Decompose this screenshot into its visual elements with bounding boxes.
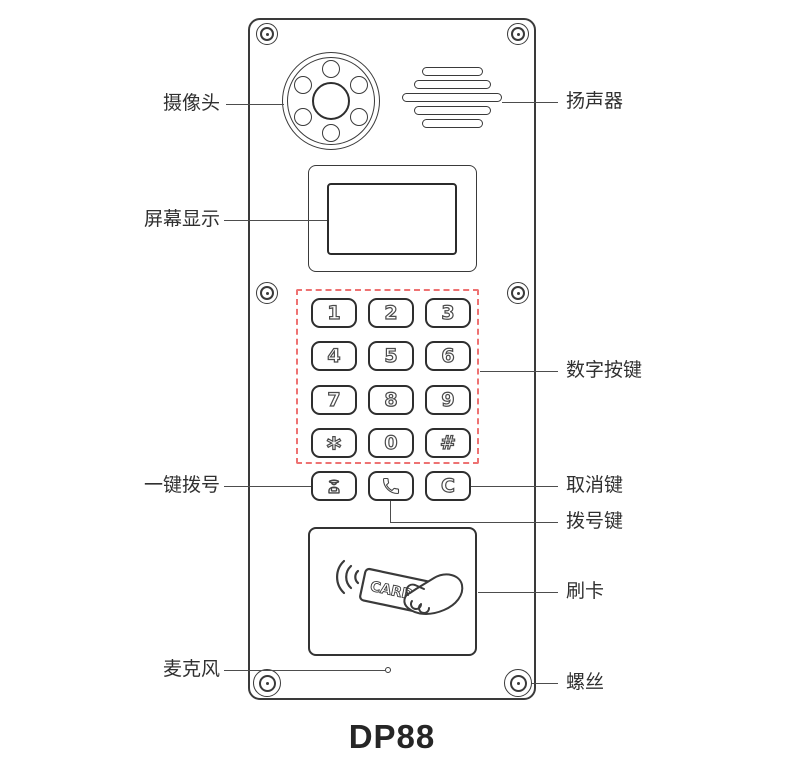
speaker-grille-icon [422, 119, 483, 128]
camera-led-icon [294, 108, 312, 126]
hand-icon [403, 573, 464, 615]
camera-lens-icon [312, 82, 350, 120]
callout-speaker: 扬声器 [566, 91, 624, 112]
key-star-label: * [326, 431, 342, 464]
callout-screw: 螺丝 [566, 672, 605, 693]
key-dial [368, 471, 414, 501]
camera-leader-line [226, 104, 284, 105]
callout-cancel-key: 取消键 [566, 475, 624, 496]
key-9: 9 [425, 385, 471, 415]
card-swipe-illustration: CARD [336, 559, 464, 615]
key-2-label: 2 [384, 301, 398, 324]
key-hash-label: # [439, 431, 456, 454]
dial-key-leader-line [390, 522, 558, 523]
callout-dial-key: 拨号键 [566, 511, 624, 532]
screw-mid-left [256, 282, 278, 304]
key-9-label: 9 [441, 388, 455, 411]
key-4-label: 4 [327, 344, 341, 367]
key-1-label: 1 [327, 301, 341, 324]
screw-leader-line [532, 683, 558, 684]
callout-microphone: 麦克风 [162, 659, 220, 680]
key-8: 8 [368, 385, 414, 415]
key-5-label: 5 [384, 344, 398, 367]
model-name: DP88 [348, 718, 436, 755]
speaker-grille-icon [414, 106, 491, 115]
screw-top-left [256, 23, 278, 45]
speaker-leader-line [502, 102, 558, 103]
numeric-keypad-highlight [296, 289, 479, 464]
callout-camera: 摄像头 [162, 93, 220, 114]
screw-bottom-left [253, 669, 281, 697]
key-6: 6 [425, 341, 471, 371]
guard-icon [328, 479, 340, 494]
key-6-label: 6 [441, 344, 455, 367]
callout-one-key-dial: 一键拨号 [143, 475, 220, 496]
camera-led-icon [294, 76, 312, 94]
screen-leader-line [224, 220, 327, 221]
screw-mid-right [507, 282, 529, 304]
callout-card-swipe: 刷卡 [566, 581, 605, 602]
one-key-dial-leader-line [224, 486, 311, 487]
camera-led-icon [322, 60, 340, 78]
key-7-label: 7 [327, 388, 341, 411]
callout-screen: 屏幕显示 [143, 209, 220, 230]
key-7: 7 [311, 385, 357, 415]
screen-display [327, 183, 457, 255]
camera-led-icon [350, 76, 368, 94]
cancel-key-leader-line [471, 486, 558, 487]
phone-handset-icon [382, 477, 400, 495]
key-3-label: 3 [441, 301, 455, 324]
key-cancel: C [425, 471, 471, 501]
card-reader-area [308, 527, 477, 656]
speaker-grille-icon [422, 67, 483, 76]
key-1: 1 [311, 298, 357, 328]
key-0-label: 0 [384, 431, 398, 454]
key-0: 0 [368, 428, 414, 458]
key-one-key-dial [311, 471, 357, 501]
camera-inner-ring [287, 57, 375, 145]
screen-bezel [308, 165, 477, 272]
rfid-waves-icon [336, 559, 360, 595]
dial-key-leader-line-vertical [390, 501, 391, 522]
key-5: 5 [368, 341, 414, 371]
camera-led-icon [350, 108, 368, 126]
screw-bottom-right [504, 669, 532, 697]
card-swipe-leader-line [478, 592, 558, 593]
numeric-keys-leader-line [480, 371, 558, 372]
key-4: 4 [311, 341, 357, 371]
speaker-grille-icon [402, 93, 502, 102]
microphone-hole [385, 667, 391, 673]
callout-numeric-keys: 数字按键 [566, 360, 643, 381]
key-8-label: 8 [384, 388, 398, 411]
microphone-leader-line [224, 670, 385, 671]
camera-led-icon [322, 124, 340, 142]
key-hash: # [425, 428, 471, 458]
key-cancel-label: C [440, 474, 455, 497]
speaker-grille-icon [414, 80, 491, 89]
key-2: 2 [368, 298, 414, 328]
screw-top-right [507, 23, 529, 45]
key-3: 3 [425, 298, 471, 328]
camera-outer-ring [282, 52, 380, 150]
key-star: * [311, 428, 357, 462]
